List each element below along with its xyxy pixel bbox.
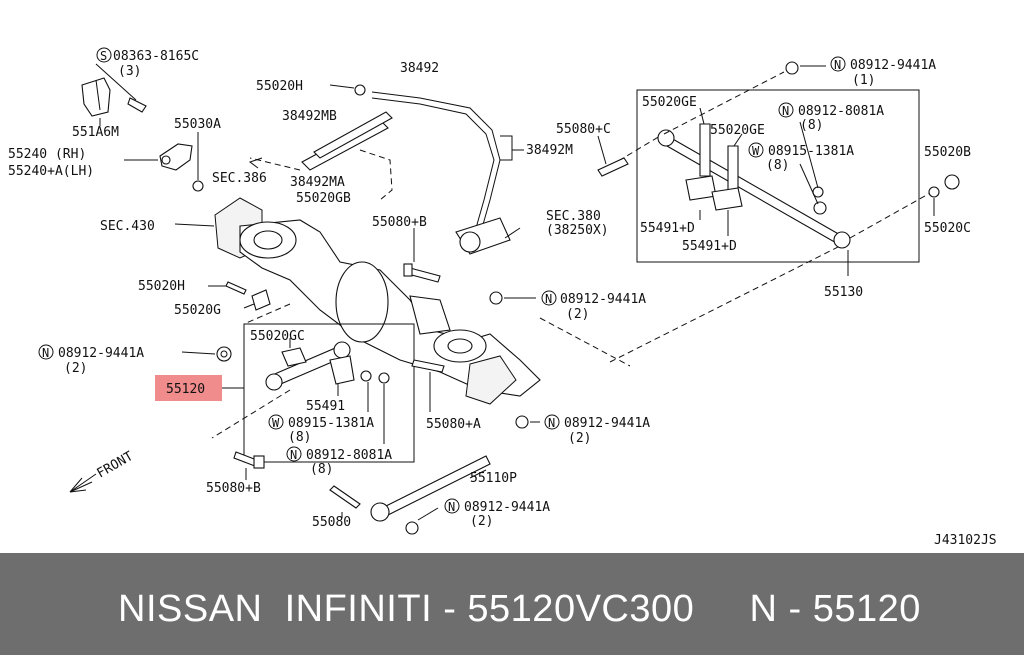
callout-55020gb: 55020GB [296,191,351,206]
nut-55020b[interactable] [944,174,960,190]
callout-qty-3: (3) [118,64,141,79]
bolt-55020h[interactable] [225,281,247,295]
callout-qty-8: (8) [310,462,333,477]
bolt-55080-lower[interactable] [329,485,361,509]
callout-55080-a: 55080+A [426,417,481,432]
callout-n-symbol: N [545,292,552,306]
callout-sec-430: SEC.430 [100,219,155,234]
callout-08915-1381a-right: 08915-1381A [768,144,854,159]
callout-55020gc: 55020GC [250,329,305,344]
callout-qty-2: (2) [568,431,591,446]
callout-55240: 55240 (RH) [8,147,86,162]
callout-55080-b-bottom: 55080+B [206,481,261,496]
washer-55020c[interactable] [928,186,940,198]
callout-08912-9441a-lower-right: 08912-9441A [564,416,650,431]
callout-n-symbol: N [290,448,297,462]
callout-qty-2: (2) [64,361,87,376]
front-arrow-icon [69,473,97,493]
callout-n-symbol: N [834,58,841,72]
callout-08912-9441a-right: 08912-9441A [560,292,646,307]
callout-38492m: 38492M [526,143,573,158]
callout-n-symbol: N [548,416,555,430]
callout-55020h-mid: 55020H [138,279,185,294]
callout-labels: S 08363-8165C (3) 551A6M 55240 (RH) 5524… [8,47,997,548]
callout-55491-d-2: 55491+D [682,239,737,254]
callout-qty-1: (1) [852,73,875,88]
nut-top-right[interactable] [785,61,799,75]
callout-55240-a: 55240+A(LH) [8,164,94,179]
callout-55020h-top: 55020H [256,79,303,94]
callout-08912-9441a-top-right: 08912-9441A [850,58,936,73]
callout-qty-2: (2) [470,514,493,529]
callout-55020ge-1: 55020GE [642,95,697,110]
callout-s-symbol: S [100,49,107,63]
callout-sec-380: SEC.380 [546,209,601,224]
bolt-55080-b-top[interactable] [403,263,441,283]
bolt-55080-c[interactable] [597,157,629,177]
bolt-55080-b-bottom[interactable] [233,451,265,469]
callout-55020g: 55020G [174,303,221,318]
bracket-55240[interactable] [159,143,204,192]
callout-08363-8165c: 08363-8165C [113,49,199,64]
bracket-551a6m[interactable] [81,77,147,117]
callout-55130: 55130 [824,285,863,300]
callout-08912-8081a-left: 08912-8081A [306,448,392,463]
callout-38492mb: 38492MB [282,109,337,124]
diagram-code: J43102JS [934,533,997,548]
callout-qty-8: (8) [766,158,789,173]
rear-arm-55120[interactable] [265,341,390,391]
callout-55020ge-2: 55020GE [710,123,765,138]
callout-55120-highlighted: 55120 [166,382,205,397]
callout-38250x: (38250X) [546,223,609,238]
lateral-rod-55110p[interactable] [370,455,491,522]
callout-n-symbol: N [782,104,789,118]
callout-55080-b-top: 55080+B [372,215,427,230]
callout-08912-9441a-bottom: 08912-9441A [464,500,550,515]
callout-55491: 55491 [306,399,345,414]
callout-55030a: 55030A [174,117,221,132]
callout-55080: 55080 [312,515,351,530]
callout-08915-1381a-left: 08915-1381A [288,416,374,431]
callout-sec-386: SEC.386 [212,171,267,186]
callout-n-symbol: N [448,500,455,514]
callout-qty-8: (8) [288,430,311,445]
callout-55110p: 55110P [470,471,517,486]
parts-diagram: S 08363-8165C (3) 551A6M 55240 (RH) 5524… [8,47,997,548]
callout-08912-8081a-right: 08912-8081A [798,104,884,119]
upper-link-55130[interactable] [657,123,851,249]
callout-551a6m: 551A6M [72,125,119,140]
nut-right-bottom[interactable] [515,415,529,429]
callout-w-symbol: W [752,144,760,158]
rear-axle-housing[interactable] [214,197,541,405]
bolt-55080-a[interactable] [411,359,445,373]
callout-qty-8: (8) [800,118,823,133]
callout-55080-c: 55080+C [556,122,611,137]
footer-part-number: NISSAN INFINITI - 55120VC300 N - 55120 [118,588,921,630]
callout-55020b: 55020B [924,145,971,160]
nut-left-55120[interactable] [216,346,232,362]
callout-08912-9441a-left: 08912-9441A [58,346,144,361]
front-label: FRONT [95,449,137,482]
bracket-55020g[interactable] [251,289,271,311]
callout-38492ma: 38492MA [290,175,345,190]
callout-qty-2: (2) [566,307,589,322]
nut-right-top[interactable] [489,291,503,305]
callout-55020c: 55020C [924,221,971,236]
nut-55110p[interactable] [405,521,419,535]
callout-55491-d-1: 55491+D [640,221,695,236]
callout-n-symbol: N [42,346,49,360]
callout-38492: 38492 [400,61,439,76]
brake-hose-38492[interactable] [301,84,511,255]
highlight-55120 [155,375,222,401]
callout-w-symbol: W [272,416,280,430]
footer-banner: NISSAN INFINITI - 55120VC300 N - 55120 [0,553,1024,655]
